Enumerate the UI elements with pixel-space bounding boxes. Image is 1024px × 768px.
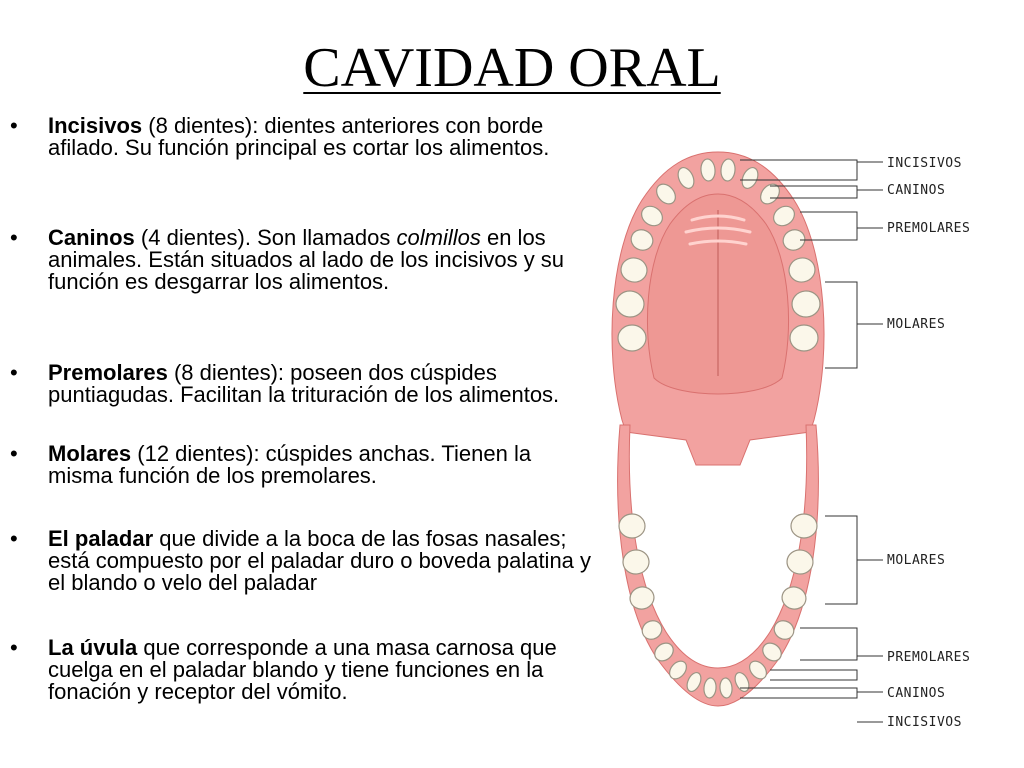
lower-molar-tooth bbox=[781, 586, 807, 610]
bullet-body: que divide a la boca de las fosas nasale… bbox=[48, 526, 592, 595]
bullet-term: Premolares bbox=[48, 360, 168, 385]
palatine-rugae bbox=[684, 214, 752, 246]
bracket-line-5 bbox=[800, 627, 883, 661]
lower-canine-tooth bbox=[669, 660, 687, 680]
label-upper-incisivos: INCISIVOS bbox=[887, 156, 962, 171]
label-upper-caninos: CANINOS bbox=[887, 183, 945, 198]
label-lower-molares: MOLARES bbox=[887, 553, 945, 568]
bracket-line-4 bbox=[825, 515, 883, 605]
upper-molar-tooth bbox=[788, 257, 816, 283]
upper-incisor-tooth bbox=[700, 158, 716, 182]
lower-canine-tooth bbox=[749, 660, 767, 680]
title-text: CAVIDAD ORAL bbox=[303, 37, 721, 99]
upper-incisor-tooth bbox=[677, 167, 695, 189]
bullet-term: Molares bbox=[48, 441, 132, 466]
bullet-dot: • bbox=[10, 526, 18, 551]
lower-molar-tooth bbox=[618, 513, 646, 539]
upper-premolar-tooth bbox=[641, 205, 663, 227]
label-upper-molares: MOLARES bbox=[887, 317, 945, 332]
lower-incisor-tooth bbox=[686, 671, 702, 693]
lower-premolar-tooth bbox=[762, 642, 782, 662]
bracket-line-2 bbox=[800, 211, 883, 241]
bracket-line-6 bbox=[770, 669, 883, 693]
lower-premolar-tooth bbox=[773, 620, 795, 640]
upper-incisor-tooth bbox=[720, 158, 736, 182]
label-lower-premolares: PREMOLARES bbox=[887, 650, 970, 665]
lower-incisor-tooth bbox=[719, 677, 733, 699]
bullet-term: La úvula bbox=[48, 635, 138, 660]
lower-molar-tooth bbox=[629, 586, 655, 610]
lower-incisor-tooth bbox=[703, 677, 717, 699]
bullet-dot: • bbox=[10, 635, 18, 660]
bullet-dot: • bbox=[10, 441, 18, 466]
label-lower-incisivos: INCISIVOS bbox=[887, 715, 962, 730]
upper-molar-tooth bbox=[615, 290, 645, 318]
bullet-dot: • bbox=[10, 113, 18, 138]
label-upper-premolares: PREMOLARES bbox=[887, 221, 970, 236]
upper-molar-tooth bbox=[789, 324, 819, 352]
bullet-dot: • bbox=[10, 225, 18, 250]
bullet-body-2: en los animales. Están situados al lado … bbox=[48, 225, 565, 294]
page-title: CAVIDAD ORAL bbox=[0, 36, 1024, 100]
bullet-dot: • bbox=[10, 360, 18, 385]
bullet-text: Incisivos (8 dientes): dientes anteriore… bbox=[48, 115, 600, 159]
upper-canine-tooth bbox=[656, 183, 676, 205]
upper-premolar-tooth bbox=[630, 229, 654, 251]
upper-premolar-tooth bbox=[782, 229, 806, 251]
upper-molar-tooth bbox=[620, 257, 648, 283]
upper-incisor-tooth bbox=[741, 167, 759, 189]
bullet-text: Molares (12 dientes): cúspides anchas. T… bbox=[48, 443, 600, 487]
bullet-body: (8 dientes): dientes anteriores con bord… bbox=[48, 113, 550, 160]
lower-molar-tooth bbox=[786, 549, 814, 575]
bracket-line-3 bbox=[825, 281, 883, 369]
bracket-line-0 bbox=[740, 159, 883, 181]
bullet-italic: colmillos bbox=[396, 225, 481, 250]
lower-teeth bbox=[618, 513, 818, 699]
lower-incisor-tooth bbox=[734, 671, 750, 693]
lower-molar-tooth bbox=[790, 513, 818, 539]
bracket-line-1 bbox=[770, 185, 883, 199]
bullet-text: La úvula que corresponde a una masa carn… bbox=[48, 637, 600, 703]
bullet-term: El paladar bbox=[48, 526, 154, 551]
upper-teeth bbox=[615, 158, 821, 352]
lower-gum bbox=[617, 424, 819, 707]
label-lower-caninos: CANINOS bbox=[887, 686, 945, 701]
bullet-text: Premolares (8 dientes): poseen dos cúspi… bbox=[48, 362, 600, 406]
bullet-body: (8 dientes): poseen dos cúspides puntiag… bbox=[48, 360, 560, 407]
bullet-body: (4 dientes). Son llamados bbox=[134, 225, 397, 250]
lower-molar-tooth bbox=[622, 549, 650, 575]
bullet-body: (12 dientes): cúspides anchas. Tienen la… bbox=[48, 441, 532, 488]
bullet-body: que corresponde a una masa carnosa que c… bbox=[48, 635, 557, 704]
bullet-term: Incisivos bbox=[48, 113, 143, 138]
bullet-text: Caninos (4 dientes). Son llamados colmil… bbox=[48, 227, 600, 293]
label-brackets bbox=[740, 159, 883, 723]
lower-premolar-tooth bbox=[654, 642, 674, 662]
lower-premolar-tooth bbox=[641, 620, 663, 640]
upper-molar-tooth bbox=[791, 290, 821, 318]
bullet-text: El paladar que divide a la boca de las f… bbox=[48, 528, 600, 594]
dental-arches-diagram: INCISIVOS CANINOS PREMOLARES MOLARES MOL… bbox=[611, 151, 970, 730]
bracket-line-7 bbox=[740, 687, 883, 723]
upper-premolar-tooth bbox=[773, 205, 795, 227]
bullet-term: Caninos bbox=[48, 225, 135, 250]
upper-molar-tooth bbox=[617, 324, 647, 352]
